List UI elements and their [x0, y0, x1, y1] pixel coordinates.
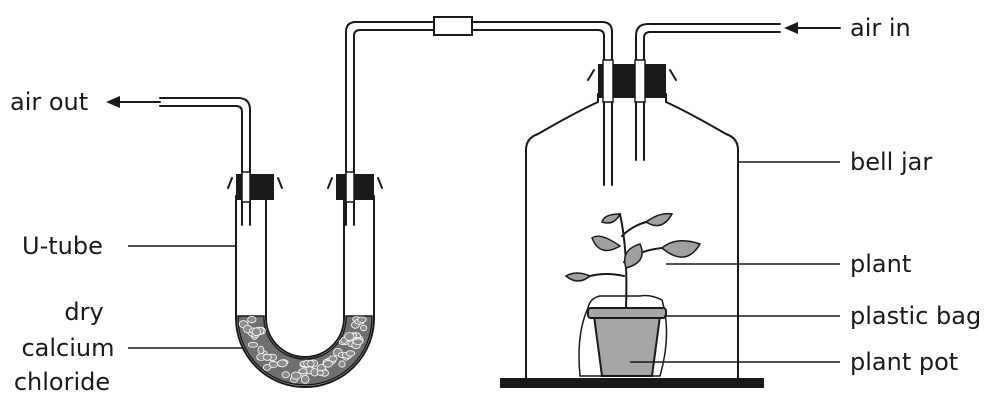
- granule: [298, 368, 308, 375]
- granule: [316, 369, 324, 376]
- leaf-mid: [623, 243, 643, 269]
- leaf-upper-left: [591, 235, 622, 252]
- granule: [352, 338, 364, 346]
- plastic-bag: [578, 294, 668, 377]
- label-u-tube: U-tube: [22, 232, 103, 260]
- plant-pot: [587, 307, 667, 377]
- leader-lines: [128, 161, 840, 363]
- granule: [338, 360, 346, 368]
- leaf-lower-left: [564, 272, 592, 282]
- leaf-top: [601, 213, 622, 224]
- granule: [277, 359, 288, 368]
- bell-jar: [500, 59, 764, 388]
- granule: [268, 360, 279, 368]
- granule: [290, 371, 302, 380]
- label-plastic-bag: plastic bag: [850, 302, 981, 330]
- granule: [262, 353, 272, 361]
- granule: [345, 350, 356, 357]
- granule: [300, 374, 310, 384]
- granule: [247, 341, 259, 348]
- label-air-in: air in: [850, 14, 911, 42]
- granule: [257, 345, 265, 355]
- air-in-tube: [635, 23, 781, 161]
- connecting-tube: [345, 16, 613, 226]
- label-plant-pot: plant pot: [850, 348, 958, 376]
- granule: [251, 327, 262, 337]
- label-dry: dry: [64, 298, 103, 326]
- label-calcium: calcium: [21, 334, 114, 362]
- base-plate: [500, 378, 764, 388]
- granule: [307, 359, 315, 368]
- plant: [564, 212, 702, 309]
- granule: [328, 355, 338, 362]
- leaf-lower-right: [660, 240, 702, 258]
- granule: [356, 316, 367, 323]
- air-out-tube: [159, 97, 251, 226]
- label-air-out: air out: [10, 88, 88, 116]
- arrow-left-icon: [106, 96, 120, 108]
- granule: [344, 332, 355, 341]
- u-tube: [227, 171, 383, 388]
- tube-connector: [433, 16, 473, 36]
- air-out-arrow: [106, 96, 161, 108]
- leaf-upper-right: [644, 212, 674, 227]
- air-in-arrow: [784, 22, 841, 34]
- granule: [281, 371, 290, 379]
- calcium-chloride-granules: [237, 315, 373, 386]
- label-bell-jar: bell jar: [850, 148, 932, 176]
- label-chloride: chloride: [14, 368, 110, 394]
- u-tube-right-stopper: [336, 174, 374, 200]
- granule: [322, 359, 333, 368]
- arrow-left-icon: [784, 22, 798, 34]
- granule: [247, 315, 257, 324]
- granule: [359, 324, 368, 332]
- label-plant: plant: [850, 250, 911, 278]
